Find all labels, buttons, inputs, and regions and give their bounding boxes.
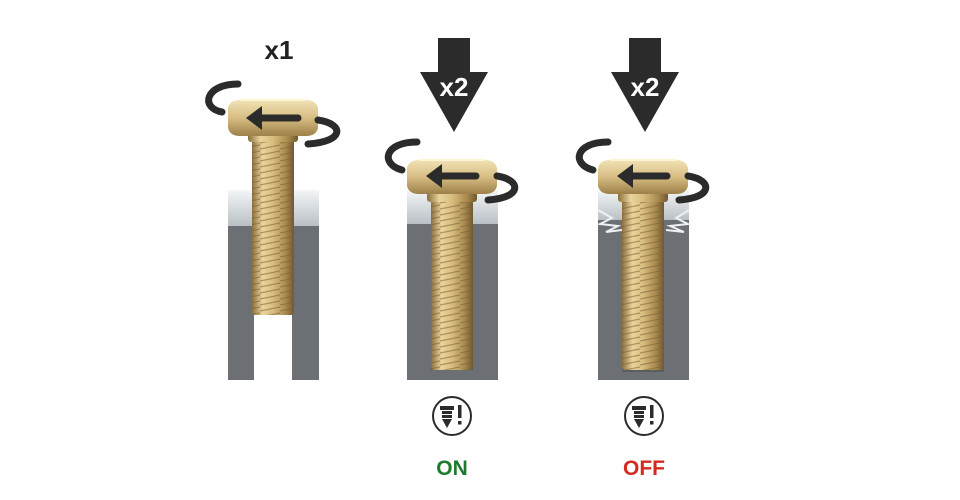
step-3-panel: x2 OFF: [575, 38, 710, 480]
rotate-arrow-icon: [384, 138, 519, 204]
status-label-on: ON: [436, 457, 468, 480]
step-2-panel: x2 ON: [384, 38, 519, 480]
step-1-panel: x1: [205, 35, 341, 380]
screw: [598, 159, 688, 370]
screw: [228, 99, 318, 315]
multiplier-label: x2: [440, 72, 469, 102]
multiplier-label: x1: [265, 35, 294, 65]
multiplier-label: x2: [631, 72, 660, 102]
down-arrow-icon: [420, 38, 488, 132]
status-label-off: OFF: [623, 457, 665, 480]
down-arrow-icon: [611, 38, 679, 132]
screw-alert-icon: [432, 396, 472, 436]
screw-alert-icon: [624, 396, 664, 436]
stripped-thread-crack: [596, 209, 692, 233]
rotate-arrow-icon: [575, 138, 710, 204]
rotate-arrow-icon: [205, 80, 341, 148]
